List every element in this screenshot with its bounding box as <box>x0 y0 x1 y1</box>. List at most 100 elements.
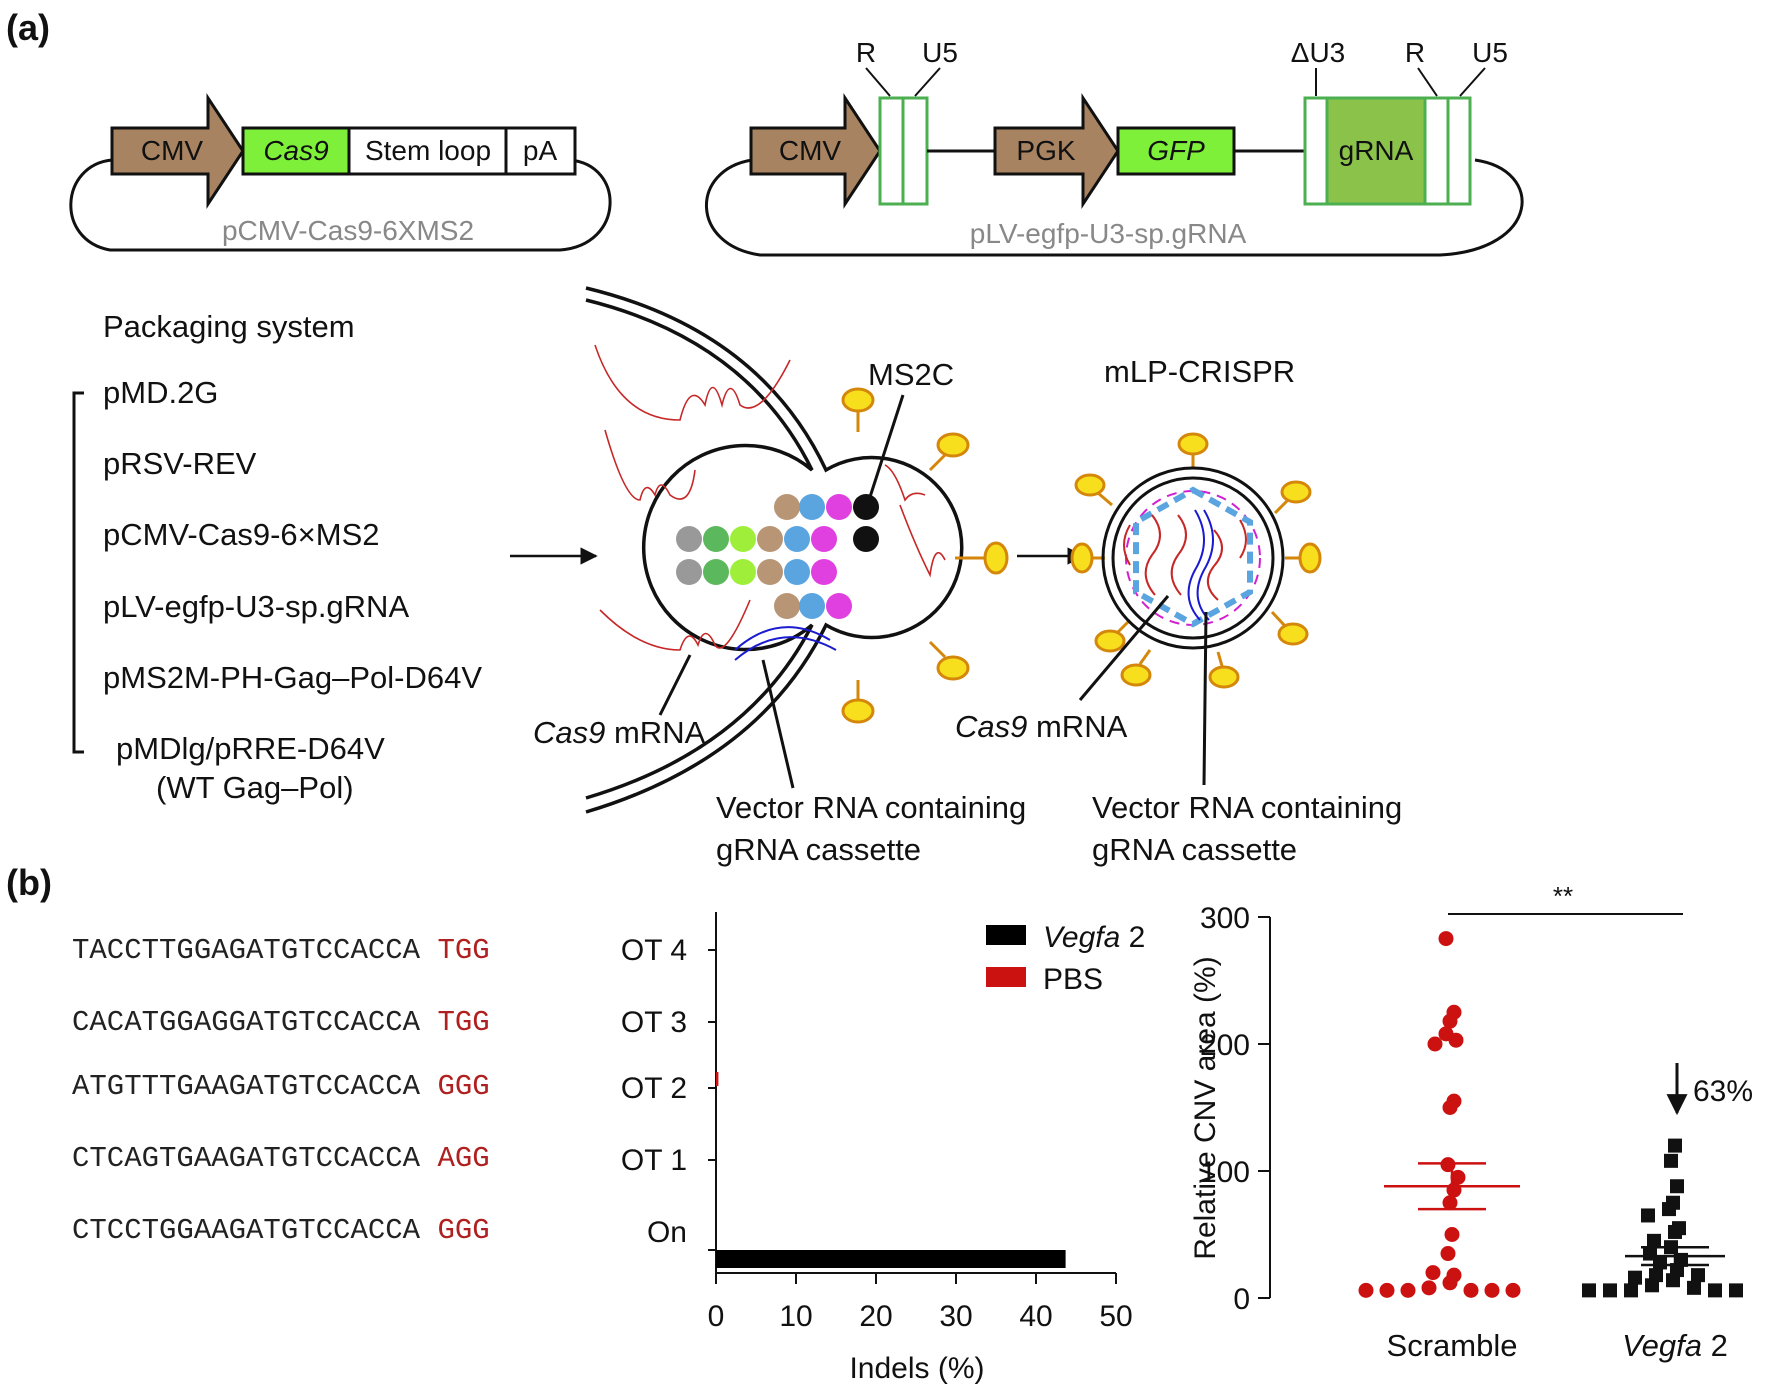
cell-vector-label-line1: Vector RNA containing <box>716 790 1026 825</box>
panel-b-label: (b) <box>6 862 52 903</box>
data-point <box>1442 1195 1458 1211</box>
envelope-glycoproteins <box>841 387 1009 724</box>
plasmid-2-name: pLV-egfp-U3-sp.gRNA <box>970 218 1247 249</box>
particle-vector-pointer <box>1202 611 1208 786</box>
x-tick-label: 0 <box>708 1300 725 1333</box>
data-point <box>1446 1182 1462 1198</box>
legend-swatch-pbs <box>986 967 1026 987</box>
ms2c-pointer <box>868 394 905 498</box>
data-point <box>1444 1227 1460 1242</box>
plasmid-2-pgk-promoter <box>993 93 1120 209</box>
y-tick-label: 300 <box>1200 902 1250 935</box>
plasmid-2-grna-box <box>1325 96 1427 206</box>
data-point <box>1670 1179 1684 1194</box>
data-point <box>1442 1100 1458 1115</box>
ms2c-label: MS2C <box>868 357 954 392</box>
data-point <box>1450 1169 1466 1185</box>
plasmid-2-cmv-promoter <box>749 93 882 209</box>
plasmid-1-cas9-label: Cas9 <box>263 135 328 166</box>
cas9-mrna-strands <box>594 344 946 651</box>
legend-swatch-vegfa2 <box>986 925 1026 945</box>
plasmid-1-cmv-label: CMV <box>141 135 204 166</box>
plasmid-1-name: pCMV-Cas9-6XMS2 <box>222 215 474 246</box>
packaging-title: Packaging system <box>103 309 355 344</box>
sequence-row: ATGTTTGAAGATGTCCACCA GGG <box>72 1070 490 1103</box>
plasmid-1-pa-label: pA <box>523 135 558 166</box>
gag-pol-bead-cluster <box>676 494 879 619</box>
bar-pbs <box>716 1072 719 1086</box>
plasmid-2-gfp-label: GFP <box>1147 135 1205 166</box>
cell-cas9-mrna-label: Cas9 mRNA <box>533 715 706 750</box>
data-point <box>1438 931 1454 947</box>
data-point <box>1668 1224 1682 1239</box>
x-tick-label: 50 <box>1099 1300 1132 1333</box>
data-point <box>1463 1282 1479 1298</box>
category-label: On <box>647 1216 687 1249</box>
sequence-list: TACCTTGGAGATGTCCACCA TGG CACATGGAGGATGTC… <box>72 934 490 1247</box>
mlp-crispr-particle <box>1070 432 1322 689</box>
ltr-label-r1: R <box>856 37 876 68</box>
data-point <box>1421 1280 1437 1296</box>
y-tick-label: 200 <box>1200 1029 1250 1062</box>
category-label: OT 1 <box>621 1144 687 1177</box>
particle-cas9-mrna-label: Cas9 mRNA <box>955 709 1128 744</box>
data-point <box>1425 1265 1441 1281</box>
group-label-vegfa2: Vegfa 2 <box>1622 1328 1728 1363</box>
particle-cas9-pointer <box>1078 595 1170 701</box>
packaging-item: pRSV-REV <box>103 446 257 481</box>
plasmid-1-stemloop-label: Stem loop <box>365 135 491 166</box>
data-point <box>1505 1282 1521 1298</box>
packaging-item: pLV-egfp-U3-sp.gRNA <box>103 589 409 624</box>
producer-cell-membrane <box>585 286 964 814</box>
packaging-bracket <box>72 391 84 754</box>
particle-vector-label-line2: gRNA cassette <box>1092 832 1297 867</box>
x-tick-label: 40 <box>1019 1300 1052 1333</box>
ltr-label-r2: R <box>1405 37 1425 68</box>
plasmid-2-grna-label: gRNA <box>1339 135 1414 166</box>
reduction-annotation: 63% <box>1693 1075 1753 1108</box>
data-point <box>1400 1282 1416 1298</box>
plasmid-1-backbone <box>69 158 612 252</box>
data-point <box>1603 1283 1617 1298</box>
cnv-scatter-chart: Relative CNV area (%) ** 63% Scramble Ve… <box>1189 881 1753 1363</box>
data-point <box>1442 1013 1458 1029</box>
plasmid-2-pgk-label: PGK <box>1016 135 1075 166</box>
data-point <box>1668 1138 1682 1153</box>
y-tick-label: 100 <box>1200 1156 1250 1189</box>
data-point <box>1628 1270 1642 1285</box>
sequence-row: CTCCTGGAAGATGTCCACCA GGG <box>72 1214 490 1247</box>
plasmid-1-cas9-box <box>241 126 351 176</box>
data-point <box>1647 1233 1661 1248</box>
group-label-scramble: Scramble <box>1387 1328 1518 1363</box>
data-point <box>1427 1036 1443 1052</box>
bar-chart-legend: Vegfa 2 PBS <box>986 921 1145 996</box>
data-point <box>1440 1246 1456 1262</box>
packaging-item: pMD.2G <box>103 375 218 410</box>
plasmid-2: CMV PGK GFP gRNA pLV-egfp-U3-sp.gRNA R U… <box>705 37 1524 257</box>
scatter-y-label: Relative CNV area (%) <box>1189 956 1222 1259</box>
x-tick-label: 20 <box>859 1300 892 1333</box>
data-point <box>1687 1280 1701 1295</box>
y-tick-label: 0 <box>1233 1283 1250 1316</box>
cell-vector-pointer <box>761 659 795 789</box>
data-point <box>1624 1283 1638 1298</box>
data-point <box>1484 1282 1500 1298</box>
data-point <box>1448 1032 1464 1048</box>
plasmid-1-stemloop-box <box>347 126 508 176</box>
legend-label-vegfa2: Vegfa 2 <box>1043 921 1145 954</box>
packaging-item: pCMV-Cas9-6×MS2 <box>103 517 380 552</box>
data-point <box>1664 1153 1678 1168</box>
vector-rna-strand <box>734 626 831 651</box>
sequence-row: CTCAGTGAAGATGTCCACCA AGG <box>72 1142 490 1175</box>
sequence-row: TACCTTGGAGATGTCCACCA TGG <box>72 934 490 967</box>
cell-cas9-pointer <box>658 654 692 716</box>
particle-vector-label-line1: Vector RNA containing <box>1092 790 1402 825</box>
category-label: OT 3 <box>621 1006 687 1039</box>
data-point <box>1662 1202 1676 1217</box>
legend-label-pbs: PBS <box>1043 963 1103 996</box>
plasmid-2-gfp-box <box>1116 126 1236 176</box>
plasmid-1: CMV Cas9 Stem loop pA pCMV-Cas9-6XMS2 <box>69 93 612 252</box>
plasmid-1-pa-box <box>504 126 577 176</box>
